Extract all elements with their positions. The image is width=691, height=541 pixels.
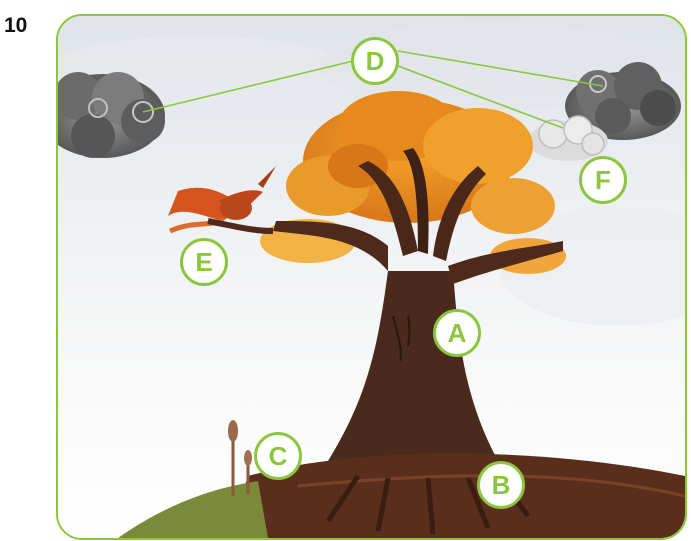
label-d-clouds: D <box>351 37 399 85</box>
tree-illustration <box>58 16 685 538</box>
illustration-frame: A B C D E F <box>56 14 687 540</box>
label-c-plant: C <box>254 432 302 480</box>
label-f-cloud: F <box>579 156 627 204</box>
label-e-bird: E <box>180 238 228 286</box>
label-b-roots: B <box>477 461 525 509</box>
label-a-trunk: A <box>433 309 481 357</box>
page-number: 10 <box>4 14 27 38</box>
